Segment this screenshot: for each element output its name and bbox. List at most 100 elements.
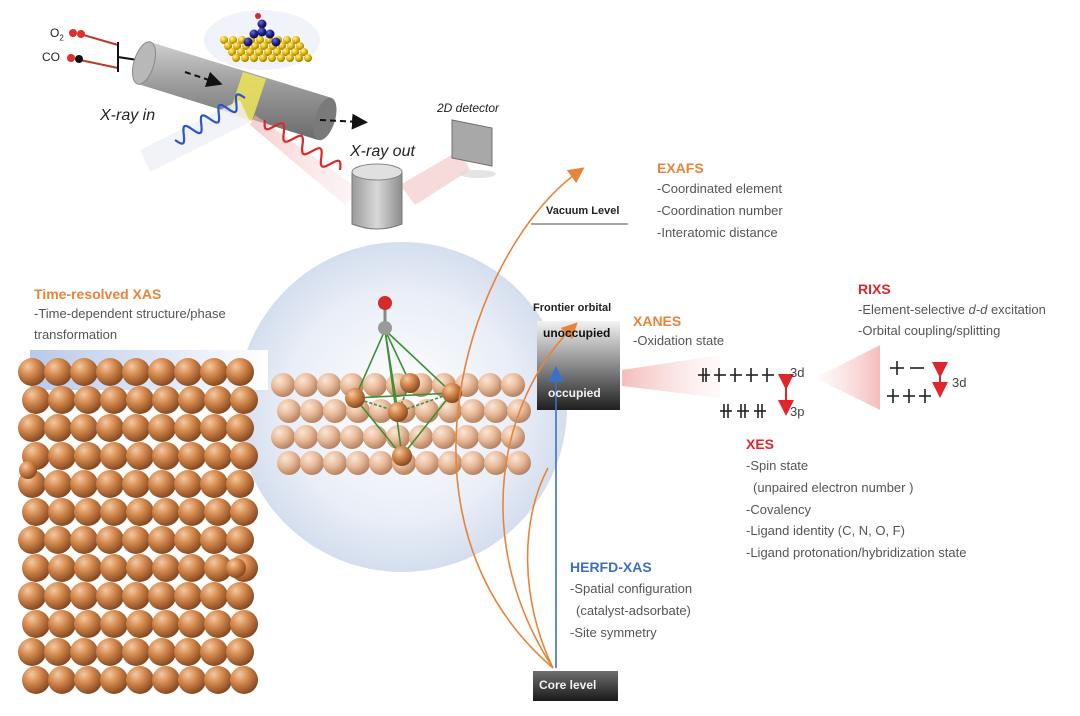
carbon-atom-icon bbox=[378, 321, 392, 335]
core-level-label: Core level bbox=[539, 678, 597, 692]
copper-atom-icon bbox=[48, 554, 76, 582]
copper-atom-icon bbox=[230, 666, 258, 694]
copper-atom-icon bbox=[226, 526, 254, 554]
gold-atom-icon bbox=[228, 48, 236, 56]
copper-atom-icon bbox=[96, 582, 124, 610]
copper-atom-icon bbox=[204, 610, 232, 638]
gold-atom-icon bbox=[250, 54, 258, 62]
copper-atom-icon bbox=[178, 498, 206, 526]
surface-atom-icon bbox=[363, 373, 387, 397]
herfd-item: (catalyst-adsorbate) bbox=[576, 603, 691, 618]
frontier-orbital-title: Frontier orbital bbox=[533, 302, 612, 314]
gold-atom-icon bbox=[220, 36, 228, 44]
o2-molecule-icon bbox=[69, 29, 77, 37]
orbital-3d-label: 3d bbox=[790, 365, 805, 380]
xes-beam-fan bbox=[622, 355, 720, 398]
surface-atom-icon bbox=[323, 399, 347, 423]
rixs-title: RIXS bbox=[858, 281, 891, 297]
copper-atom-icon bbox=[226, 358, 254, 386]
copper-atom-icon bbox=[152, 554, 180, 582]
cluster-atom-icon bbox=[257, 27, 267, 37]
copper-atom-icon bbox=[148, 358, 176, 386]
copper-atom-icon bbox=[178, 442, 206, 470]
copper-atom-icon bbox=[148, 526, 176, 554]
copper-atom-icon bbox=[44, 638, 72, 666]
herfd-item: -Spatial configuration bbox=[570, 581, 693, 596]
copper-atom-icon bbox=[122, 470, 150, 498]
copper-atom-icon bbox=[174, 358, 202, 386]
copper-atom-icon bbox=[22, 666, 50, 694]
surface-atom-icon bbox=[484, 451, 508, 475]
xray-out-label: X-ray out bbox=[350, 143, 415, 160]
detector-label: 2D detector bbox=[437, 101, 500, 115]
copper-atom-icon bbox=[230, 498, 258, 526]
copper-atom-icon bbox=[178, 610, 206, 638]
surface-atom-icon bbox=[277, 399, 301, 423]
xanes-title: XANES bbox=[633, 313, 682, 329]
copper-atom-icon bbox=[230, 442, 258, 470]
gold-atom-icon bbox=[287, 42, 295, 50]
frontier-orbital-box bbox=[537, 321, 620, 410]
surface-atom-icon bbox=[317, 425, 341, 449]
gold-atom-icon bbox=[283, 36, 291, 44]
setup-illustration bbox=[67, 10, 496, 230]
xes-item: (unpaired electron number ) bbox=[753, 480, 914, 495]
reactor-tube bbox=[131, 41, 368, 141]
copper-atom-icon bbox=[19, 461, 37, 479]
surface-atom-icon bbox=[501, 373, 525, 397]
catalyst-sphere bbox=[237, 242, 567, 572]
xes-item: -Ligand protonation/hybridization state bbox=[746, 545, 967, 560]
copper-atom-icon bbox=[200, 638, 228, 666]
copper-atom-icon bbox=[148, 414, 176, 442]
copper-atom-icon bbox=[200, 470, 228, 498]
copper-atom-icon bbox=[70, 414, 98, 442]
copper-atom-icon bbox=[204, 666, 232, 694]
copper-atom-icon bbox=[44, 582, 72, 610]
copper-slab bbox=[18, 350, 268, 694]
surface-atom-icon bbox=[478, 373, 502, 397]
gold-atom-icon bbox=[241, 54, 249, 62]
surface-atom-icon bbox=[294, 373, 318, 397]
copper-atom-icon bbox=[18, 358, 46, 386]
occupied-label: occupied bbox=[548, 386, 601, 400]
copper-atom-icon bbox=[174, 582, 202, 610]
copper-atom-icon bbox=[74, 442, 102, 470]
copper-atom-icon bbox=[230, 386, 258, 414]
copper-atom-icon bbox=[100, 554, 128, 582]
copper-atom-icon bbox=[100, 498, 128, 526]
copper-atom-icon bbox=[96, 470, 124, 498]
copper-atom-icon bbox=[44, 470, 72, 498]
copper-atom-icon bbox=[152, 442, 180, 470]
surface-atom-icon bbox=[363, 425, 387, 449]
copper-atom-icon bbox=[70, 358, 98, 386]
copper-atom-icon bbox=[70, 582, 98, 610]
unoccupied-label: unoccupied bbox=[543, 326, 611, 340]
rixs-item: -Orbital coupling/splitting bbox=[858, 323, 1001, 338]
copper-atom-icon bbox=[204, 386, 232, 414]
xray-in-label: X-ray in bbox=[100, 107, 156, 124]
copper-atom-icon bbox=[48, 386, 76, 414]
gold-atom-icon bbox=[286, 54, 294, 62]
gas-inlet bbox=[67, 29, 151, 72]
copper-atom-icon bbox=[100, 442, 128, 470]
copper-atom-icon bbox=[178, 554, 206, 582]
o2-label: O2 bbox=[50, 26, 64, 43]
copper-atom-icon bbox=[126, 442, 154, 470]
copper-atom-icon bbox=[100, 610, 128, 638]
rixs-beam-fan bbox=[815, 345, 880, 410]
surface-atom-icon bbox=[271, 373, 295, 397]
copper-atom-icon bbox=[174, 414, 202, 442]
gold-atom-icon bbox=[259, 54, 267, 62]
surface-atom-icon bbox=[323, 451, 347, 475]
copper-atom-icon bbox=[226, 470, 254, 498]
gold-atom-icon bbox=[295, 54, 303, 62]
copper-atom-icon bbox=[74, 386, 102, 414]
copper-atom-icon bbox=[48, 498, 76, 526]
copper-atom-icon bbox=[200, 414, 228, 442]
xanes-item: -Oxidation state bbox=[633, 333, 725, 348]
copper-atom-icon bbox=[152, 610, 180, 638]
copper-atom-icon bbox=[178, 666, 206, 694]
copper-atom-icon bbox=[226, 414, 254, 442]
